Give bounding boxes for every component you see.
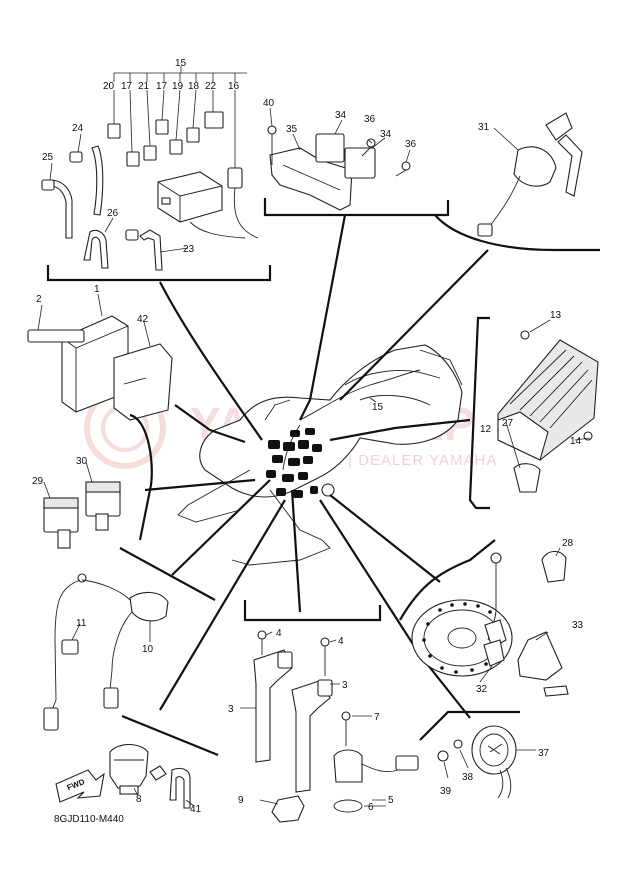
- callout-4b: 4: [338, 636, 344, 647]
- callout-3b: 3: [228, 704, 234, 715]
- callout-34a: 34: [335, 110, 347, 121]
- callout-14: 14: [570, 436, 582, 447]
- callout-32: 32: [476, 684, 488, 695]
- callout-9: 9: [238, 795, 244, 806]
- callout-20: 20: [103, 81, 115, 92]
- fuse-box-assembly-group: [41, 66, 272, 282]
- callout-8: 8: [136, 794, 142, 805]
- callout-34b: 34: [380, 129, 392, 140]
- callout-numbers: 15 20 17 21 17 19 18 22 16 24 25 26 23 4…: [32, 58, 584, 815]
- callout-25: 25: [42, 152, 54, 163]
- callout-2: 2: [36, 294, 42, 305]
- sensor-harness-group: [43, 573, 169, 731]
- rectifier-regulator-group: [497, 319, 599, 493]
- horn-group: [437, 725, 536, 799]
- callout-12: 12: [480, 424, 492, 435]
- callout-21: 21: [138, 81, 150, 92]
- callout-35: 35: [286, 124, 298, 135]
- callout-15-top: 15: [175, 58, 187, 69]
- diagram-code: 8GJD110-M440: [54, 814, 124, 825]
- callout-4a: 4: [276, 628, 282, 639]
- callout-30: 30: [76, 456, 88, 467]
- callout-27: 27: [502, 418, 514, 429]
- callout-31: 31: [478, 122, 490, 133]
- callout-24: 24: [72, 123, 84, 134]
- callout-17a: 17: [121, 81, 133, 92]
- main-switch-group: [434, 112, 600, 252]
- callout-16: 16: [228, 81, 240, 92]
- callout-23: 23: [183, 244, 195, 255]
- callout-36b: 36: [405, 139, 417, 150]
- forward-arrow-icon: FWD: [55, 769, 105, 803]
- callout-19: 19: [172, 81, 184, 92]
- callout-28: 28: [562, 538, 574, 549]
- neutral-switch-group: [109, 743, 195, 809]
- callout-17b: 17: [156, 81, 168, 92]
- ecu-group: [27, 293, 246, 444]
- relay-bracket-group: [263, 107, 450, 217]
- callout-37: 37: [538, 748, 550, 759]
- callout-6: 6: [368, 802, 374, 813]
- cam-sensor-group: [259, 711, 419, 823]
- callout-40: 40: [263, 98, 275, 109]
- callout-41: 41: [190, 804, 202, 815]
- pickup-coil-group: [411, 547, 569, 697]
- callout-11: 11: [76, 618, 87, 629]
- callout-39: 39: [440, 786, 452, 797]
- callout-13: 13: [550, 310, 562, 321]
- harness-callout-line: [369, 397, 377, 403]
- leader-lines: [119, 214, 520, 757]
- relay-group: [43, 413, 256, 549]
- fuse-icon: [107, 111, 224, 167]
- ignition-coil-group: [240, 630, 340, 793]
- motorcycle-frame: [177, 344, 463, 566]
- callout-3a: 3: [342, 680, 348, 691]
- callout-33: 33: [572, 620, 584, 631]
- callout-36a: 36: [364, 114, 376, 125]
- callout-1: 1: [94, 284, 100, 295]
- callout-15-vehicle: 15: [372, 402, 384, 413]
- callout-29: 29: [32, 476, 44, 487]
- callout-42: 42: [137, 314, 149, 325]
- callout-38: 38: [462, 772, 474, 783]
- callout-22: 22: [205, 81, 217, 92]
- callout-5: 5: [388, 795, 394, 806]
- callout-26: 26: [107, 208, 119, 219]
- callout-10: 10: [142, 644, 154, 655]
- callout-18: 18: [188, 81, 200, 92]
- callout-7: 7: [374, 712, 380, 723]
